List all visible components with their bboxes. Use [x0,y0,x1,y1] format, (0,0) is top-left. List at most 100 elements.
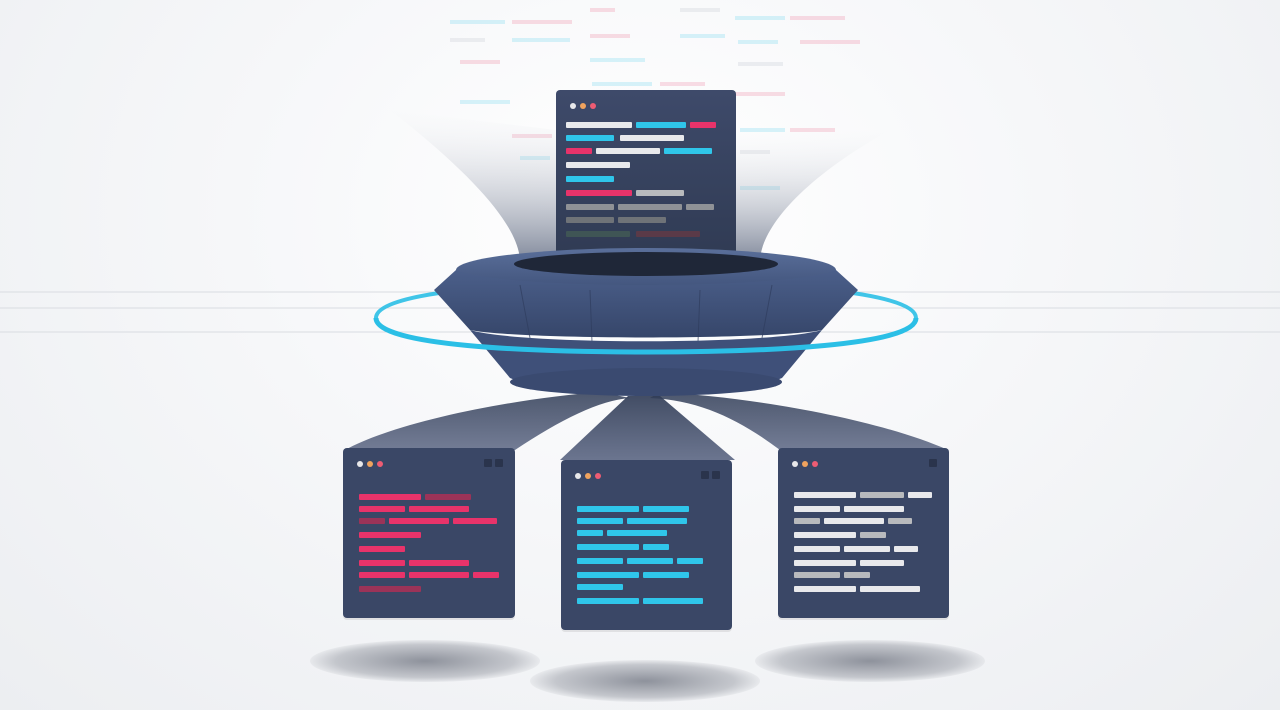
code-line [566,176,614,182]
square-icon [484,459,492,467]
code-line [794,492,856,498]
code-line [636,190,684,196]
code-line [860,560,904,566]
window-dots [792,461,818,467]
code-line [453,518,497,524]
code-line [620,135,684,141]
code-line [577,572,639,578]
code-line [794,586,856,592]
code-line [577,506,639,512]
cyan-code-window [561,460,732,630]
dot-icon [570,103,576,109]
code-line [359,532,421,538]
code-line [618,204,682,210]
window-dots [570,103,596,109]
dot-icon [575,473,581,479]
code-line [409,560,469,566]
shadow-center [530,660,760,702]
code-line [824,518,884,524]
dot-icon [812,461,818,467]
code-line [636,122,686,128]
window-dots [575,473,601,479]
code-line [643,544,669,550]
dot-icon [595,473,601,479]
top-code-window [556,90,736,270]
dot-icon [367,461,373,467]
code-line [359,494,421,500]
code-line [607,530,667,536]
code-line [618,217,666,223]
pink-code-window [343,448,515,618]
code-line [664,148,712,154]
dot-icon [802,461,808,467]
code-line [577,558,623,564]
code-line [844,506,904,512]
code-line [888,518,912,524]
code-line [627,558,673,564]
code-line [409,572,469,578]
code-line [577,544,639,550]
dot-icon [585,473,591,479]
code-line [794,506,840,512]
code-line [566,217,614,223]
code-line [636,231,700,237]
code-line [425,494,471,500]
code-line [894,546,918,552]
shadow-right [755,640,985,682]
code-line [566,135,614,141]
code-line [690,122,716,128]
code-line [566,162,630,168]
code-line [577,584,623,590]
code-line [794,532,856,538]
code-line [389,518,449,524]
square-icon [712,471,720,479]
window-buttons [701,471,720,479]
code-line [794,560,856,566]
square-icon [701,471,709,479]
code-line [677,558,703,564]
code-line [794,546,840,552]
code-line [359,560,405,566]
code-line [643,598,703,604]
code-line [577,598,639,604]
code-line [596,148,660,154]
dot-icon [590,103,596,109]
window-buttons [484,459,503,467]
shadow-left [310,640,540,682]
code-line [794,518,820,524]
code-line [359,518,385,524]
white-code-window [778,448,949,618]
square-icon [929,459,937,467]
window-dots [357,461,383,467]
code-line [844,546,890,552]
code-line [359,546,405,552]
code-line [566,148,592,154]
code-line [860,532,886,538]
code-line [566,190,632,196]
dot-icon [580,103,586,109]
code-line [686,204,714,210]
dot-icon [377,461,383,467]
code-line [409,506,469,512]
code-line [860,492,904,498]
code-line [566,122,632,128]
dot-icon [792,461,798,467]
code-line [577,530,603,536]
code-line [359,572,405,578]
code-line [860,586,920,592]
code-line [566,231,630,237]
code-line [643,506,689,512]
code-line [844,572,870,578]
square-icon [495,459,503,467]
code-line [566,204,614,210]
window-buttons [929,459,937,467]
code-line [908,492,932,498]
code-line [643,572,689,578]
code-line [473,572,499,578]
dot-icon [357,461,363,467]
code-line [359,586,421,592]
code-line [359,506,405,512]
